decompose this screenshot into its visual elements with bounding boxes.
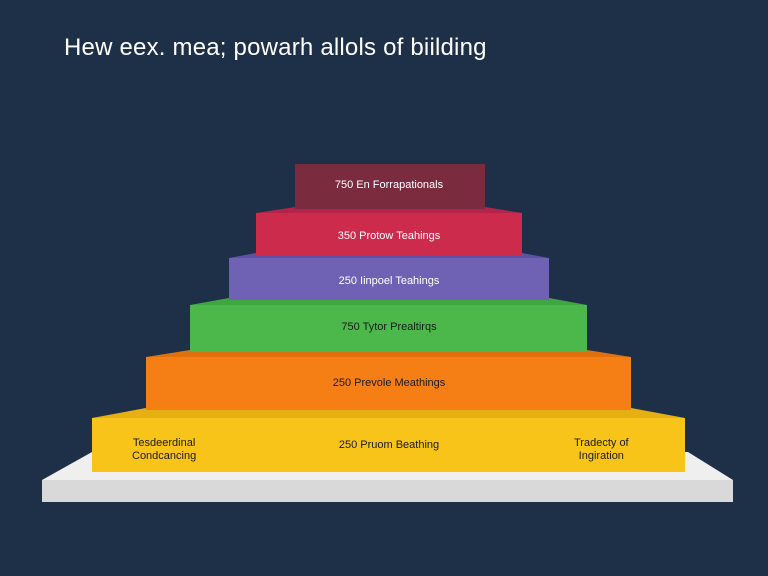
tier-4-block bbox=[190, 305, 587, 352]
side-note-right-line-2: Ingiration bbox=[578, 450, 624, 462]
tier-6-block bbox=[92, 418, 685, 472]
tier-3-block bbox=[229, 258, 549, 300]
side-note-right-line-1: Tradecty of bbox=[574, 437, 629, 449]
tier-5-block bbox=[146, 357, 631, 410]
tier-4-label: 750 Tytor Prealtirqs bbox=[341, 321, 437, 333]
tier-6-label: 250 Pruom Beathing bbox=[338, 439, 440, 451]
tier-6-bevel bbox=[92, 408, 685, 418]
side-note-left-line-1: Tesdeerdinal bbox=[132, 437, 196, 449]
pyramid-base bbox=[42, 480, 733, 502]
tier-2-label: 350 Protow Teahings bbox=[337, 230, 441, 242]
side-note-left: Tesdeerdinal Condcancing bbox=[132, 437, 196, 463]
tier-1-label: 750 En Forrapationals bbox=[334, 179, 444, 191]
tier-3-label: 250 Iinpoel Teahings bbox=[338, 275, 440, 287]
tier-5-label: 250 Prevole Meathings bbox=[332, 377, 446, 389]
tier-2-block bbox=[256, 213, 522, 255]
side-note-left-line-2: Condcancing bbox=[132, 450, 197, 462]
diagram-title: Hew eex. mea; powarh allols of biilding bbox=[64, 34, 487, 61]
side-note-right: Tradecty of Ingiration bbox=[574, 437, 629, 463]
tier-1-block bbox=[295, 164, 485, 209]
